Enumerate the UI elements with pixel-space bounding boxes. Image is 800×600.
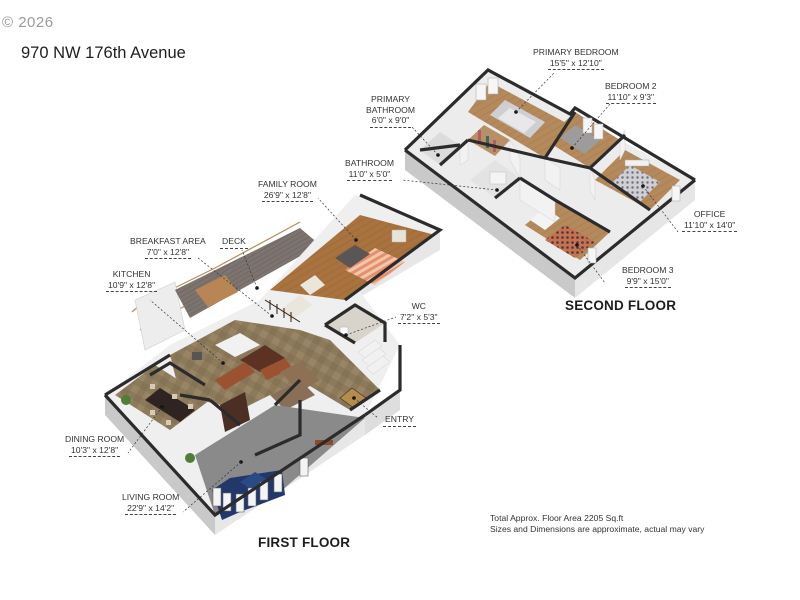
second-floor-plan	[401, 68, 697, 298]
room-dimensions: 11'0" x 5'0"	[346, 169, 393, 181]
room-dimensions: 11'10" x 14'0"	[682, 220, 738, 232]
second-floor-title: SECOND FLOOR	[565, 298, 677, 313]
room-dimensions: 15'5" x 12'10"	[547, 58, 604, 70]
label-dining-room: DINING ROOM 10'3" x 12'8"	[65, 434, 124, 457]
total-area: Total Approx. Floor Area 2205 Sq.ft	[490, 513, 624, 523]
room-name: OFFICE	[693, 209, 726, 219]
room-name-line2: BATHROOM	[366, 104, 416, 115]
room-name: FAMILY ROOM	[258, 179, 317, 189]
room-name-line1: PRIMARY	[371, 94, 410, 104]
room-name: BEDROOM 2	[605, 81, 657, 91]
label-deck: DECK	[220, 236, 248, 249]
room-dimensions: 22'9" x 14'2"	[125, 503, 177, 515]
label-primary-bedroom: PRIMARY BEDROOM 15'5" x 12'10"	[533, 47, 619, 70]
label-entry: ENTRY	[383, 414, 416, 427]
room-dimensions: 26'9" x 12'8"	[261, 190, 314, 202]
room-dimensions: 10'9" x 12'8"	[106, 280, 158, 292]
room-dimensions: 11'10" x 9'3"	[605, 92, 657, 104]
label-primary-bathroom: PRIMARY BATHROOM 6'0" x 9'0"	[366, 94, 415, 128]
first-floor-title: FIRST FLOOR	[258, 535, 351, 550]
label-wc: WC 7'2" x 5'3"	[398, 301, 440, 324]
room-name: BATHROOM	[345, 158, 395, 168]
label-living-room: LIVING ROOM 22'9" x 14'2"	[122, 492, 179, 515]
label-bedroom-3: BEDROOM 3 9'9" x 15'0"	[622, 265, 674, 288]
copyright-notice: © 2026	[2, 14, 54, 31]
label-bathroom: BATHROOM 11'0" x 5'0"	[345, 158, 394, 181]
label-office: OFFICE 11'10" x 14'0"	[682, 209, 738, 232]
label-breakfast-area: BREAKFAST AREA 7'0" x 12'8"	[130, 236, 206, 259]
room-name: BEDROOM 3	[622, 265, 674, 275]
label-bedroom-2: BEDROOM 2 11'10" x 9'3"	[605, 81, 657, 104]
room-dimensions: 10'3" x 12'8"	[69, 445, 121, 457]
disclaimer: Sizes and Dimensions are approximate, ac…	[490, 524, 705, 534]
first-floor-plan	[103, 193, 444, 535]
room-name: BREAKFAST AREA	[130, 236, 206, 246]
room-name: DECK	[220, 236, 248, 249]
room-name: LIVING ROOM	[122, 492, 180, 502]
room-dimensions: 6'0" x 9'0"	[369, 115, 412, 128]
room-name: DINING ROOM	[65, 434, 125, 444]
room-dimensions: 7'2" x 5'3"	[398, 312, 440, 324]
property-address: 970 NW 176th Avenue	[21, 44, 186, 62]
label-kitchen: KITCHEN 10'9" x 12'8"	[106, 269, 158, 292]
room-name: WC	[411, 301, 426, 311]
floor-area-note: Total Approx. Floor Area 2205 Sq.ft Size…	[490, 513, 704, 535]
label-family-room: FAMILY ROOM 26'9" x 12'8"	[258, 179, 317, 202]
room-name: PRIMARY BEDROOM	[533, 47, 619, 57]
room-name: ENTRY	[383, 414, 416, 427]
room-name: KITCHEN	[112, 269, 151, 279]
room-dimensions: 9'9" x 15'0"	[624, 276, 671, 288]
room-dimensions: 7'0" x 12'8"	[144, 247, 192, 259]
